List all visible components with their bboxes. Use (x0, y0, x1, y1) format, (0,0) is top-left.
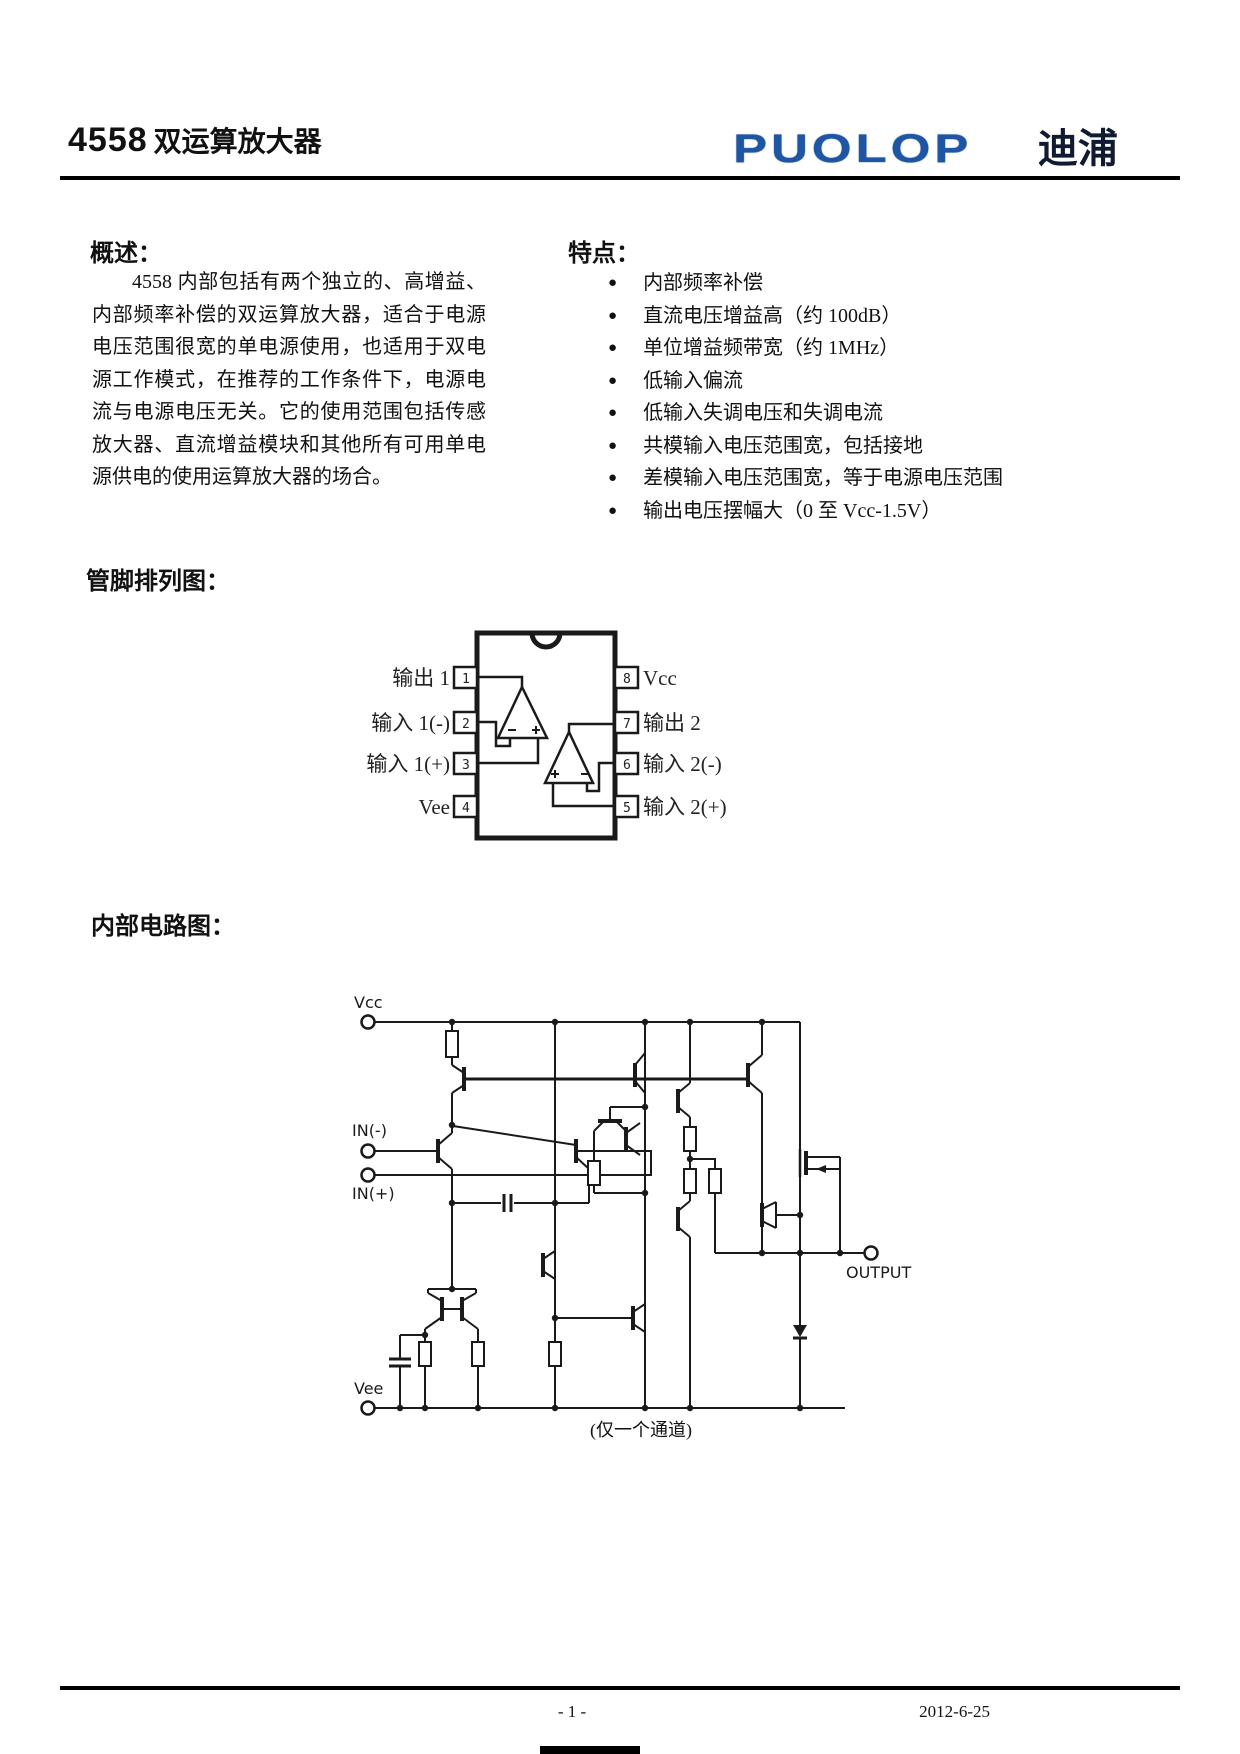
feature-item: ● 单位增益频带宽（约 1MHz） (608, 333, 1028, 366)
feature-item: ● 直流电压增益高（约 100dB） (608, 301, 1028, 334)
bullet-icon: ● (608, 470, 618, 486)
feature-text: 共模输入电压范围宽，包括接地 (643, 434, 924, 457)
page-edge-mark (540, 1746, 640, 1754)
vcc-terminal (360, 1014, 376, 1030)
feature-text: 低输入失调电压和失调电流 (643, 402, 884, 424)
feature-item: ● 共模输入电压范围宽，包括接地 (608, 431, 1028, 464)
opamp2-triangle (543, 729, 595, 785)
junction-dots (396, 1018, 844, 1412)
pin-label: 输出 1 (392, 666, 450, 690)
pin-number: 4 (462, 801, 470, 816)
brand-logo: PUOLOP 迪浦 (733, 116, 1118, 174)
footer-date: 2012-6-25 (919, 1702, 990, 1721)
feature-item: ● 低输入失调电压和失调电流 (608, 398, 1028, 431)
feature-text: 单位增益频带宽（约 1MHz） (643, 337, 900, 359)
pin-boxes (452, 665, 640, 819)
feature-item: ● 差模输入电压范围宽，等于电源电压范围 (608, 463, 1028, 496)
pin-number: 7 (623, 717, 631, 732)
brand-logo-cn: 迪浦 (1037, 126, 1118, 171)
pin-label: Vcc (643, 666, 677, 690)
vee-terminal (360, 1400, 376, 1416)
mosfet-arrow (816, 1165, 826, 1173)
footer-rule (60, 1686, 1180, 1690)
bullet-icon: ● (608, 307, 618, 324)
features-heading: 特点： (568, 241, 640, 267)
pin-label: Vee (419, 795, 450, 819)
pinout-diagram: 1 2 3 4 8 7 6 5 输出 1 输入 1(-) 输入 1(+) Vee… (366, 630, 727, 841)
part-title: 双运算放大器 (153, 127, 322, 158)
feature-text: 直流电压增益高（约 100dB） (643, 304, 902, 327)
in-pos-label: IN(+) (352, 1184, 395, 1203)
transistor-bars (436, 1063, 808, 1330)
circuit-heading: 内部电路图： (91, 914, 235, 940)
output-label: OUTPUT (846, 1263, 911, 1282)
overview-paragraph: 4558 内部包括有两个独立的、高增益、内部频率补偿的双运算放大器，适合于电源电… (92, 271, 486, 488)
pin-label: 输出 2 (643, 711, 701, 735)
in-neg-label: IN(-) (352, 1121, 387, 1140)
part-number: 4558 (68, 121, 148, 159)
opamp1-signs (508, 726, 540, 734)
pin-number: 2 (462, 717, 470, 732)
in-pos-terminal (360, 1167, 376, 1183)
vee-label: Vee (354, 1379, 383, 1398)
bullet-icon: ● (608, 437, 618, 454)
opamp1-triangle (496, 684, 550, 740)
capacitor-bottom (389, 1357, 411, 1368)
opamp2-signs (551, 770, 589, 778)
overview-heading: 概述： (90, 241, 162, 267)
feature-text: 差模输入电压范围宽，等于电源电压范围 (643, 467, 1004, 489)
bullet-icon: ● (608, 275, 618, 291)
bullet-icon: ● (608, 502, 618, 519)
opamp1-wires (477, 675, 540, 765)
pin-number: 3 (462, 758, 470, 773)
feature-text: 低输入偏流 (643, 369, 744, 392)
pin-label: 输入 1(-) (371, 711, 450, 735)
terminals (360, 1014, 879, 1416)
vcc-label: Vcc (354, 993, 383, 1012)
feature-item: ● 输出电压摆幅大（0 至 Vcc-1.5V） (608, 496, 1028, 529)
resistors (418, 1030, 722, 1367)
pin-label: 输入 2(-) (643, 752, 722, 776)
brand-logo-en: PUOLOP (733, 127, 973, 171)
bullet-icon: ● (608, 340, 618, 356)
in-neg-terminal (360, 1143, 376, 1159)
output-terminal (863, 1245, 879, 1261)
pin-number: 8 (623, 672, 631, 687)
internal-circuit-diagram: Vcc IN(-) IN(+) Vee OUTPUT (352, 993, 911, 1416)
pin-label: 输入 1(+) (366, 752, 450, 776)
bullet-icon: ● (608, 405, 618, 421)
pin-number: 1 (462, 672, 470, 687)
dip-package (474, 630, 618, 841)
features-list: ● 内部频率补偿 ● 直流电压增益高（约 100dB） ● 单位增益频带宽（约 1MH… (608, 268, 1028, 528)
bullet-icon: ● (608, 372, 618, 389)
feature-text: 内部频率补偿 (643, 272, 764, 294)
feature-text: 输出电压摆幅大（0 至 Vcc-1.5V） (643, 499, 942, 522)
pin-label: 输入 2(+) (643, 795, 727, 819)
circuit-caption: (仅一个通道) (590, 1420, 692, 1440)
feature-item: ● 低输入偏流 (608, 366, 1028, 399)
pin-number: 6 (623, 758, 631, 773)
pin-number: 5 (623, 801, 631, 816)
page-number: - 1 - (557, 1702, 587, 1721)
feature-item: ● 内部频率补偿 (608, 268, 1028, 301)
diode-icon (793, 1325, 807, 1337)
package-notch (529, 632, 563, 650)
capacitor-comp (502, 1194, 513, 1212)
header-rule (60, 176, 1180, 180)
pinout-heading: 管脚排列图： (86, 569, 230, 595)
